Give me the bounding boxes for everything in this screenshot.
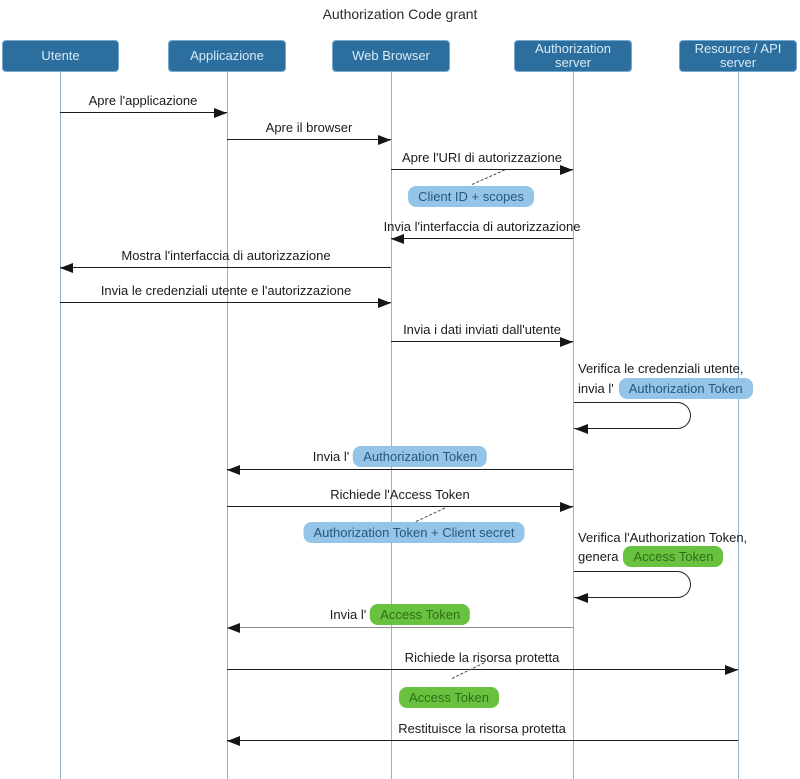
note-client-id-scopes: Client ID + scopes <box>408 186 534 207</box>
self-message-prefix: genera <box>578 549 619 564</box>
message-label: Invia l'interfaccia di autorizzazione <box>383 219 581 234</box>
authorization-token-badge: Authorization Token <box>618 378 753 399</box>
arrowhead-right-icon <box>378 135 391 145</box>
arrowhead-right-icon <box>560 165 573 175</box>
arrowhead-left-icon <box>227 623 240 633</box>
self-message-row: invia l' Authorization Token <box>578 378 753 399</box>
arrowhead-right-icon <box>214 108 227 118</box>
message-label: Invia l' Authorization Token <box>312 446 488 467</box>
self-message-text: Verifica le credenziali utente, <box>578 361 744 376</box>
arrowhead-right-icon <box>725 665 738 675</box>
message-label: Richiede la risorsa protetta <box>404 650 560 665</box>
message-line <box>391 238 573 240</box>
message-line <box>391 169 573 171</box>
lifeline-applicazione <box>226 72 228 779</box>
message-line <box>60 267 391 269</box>
message-label: Apre l'applicazione <box>88 93 198 108</box>
message-label-prefix: Invia l' <box>329 607 367 622</box>
actor-utente: Utente <box>2 40 119 72</box>
note-access-token: Access Token <box>399 687 499 708</box>
arrowhead-left-icon <box>227 736 240 746</box>
message-label: Apre l'URI di autorizzazione <box>402 150 562 165</box>
self-message-loop <box>574 571 691 598</box>
arrowhead-left-icon <box>60 263 73 273</box>
message-label: Apre il browser <box>265 120 353 135</box>
note-connector <box>471 169 506 185</box>
actor-resource-api-server: Resource / API server <box>679 40 797 72</box>
access-token-badge: Access Token <box>370 604 471 625</box>
message-line <box>391 341 573 343</box>
lifeline-resource-api-server <box>737 72 739 779</box>
access-token-badge: Access Token <box>623 546 724 567</box>
arrowhead-left-icon <box>227 465 240 475</box>
note-authorization-token-client-secret: Authorization Token + Client secret <box>303 522 525 543</box>
message-label: Mostra l'interfaccia di autorizzazione <box>121 248 331 263</box>
message-line <box>227 627 573 629</box>
self-message-loop <box>574 402 691 429</box>
message-line <box>227 506 573 508</box>
actor-web-browser: Web Browser <box>332 40 450 72</box>
lifeline-authorization-server <box>572 72 574 779</box>
arrowhead-right-icon <box>560 502 573 512</box>
arrowhead-right-icon <box>560 337 573 347</box>
lifeline-web-browser <box>390 72 392 779</box>
diagram-title: Authorization Code grant <box>322 6 478 22</box>
message-label: Richiede l'Access Token <box>330 487 470 502</box>
message-line <box>60 112 227 114</box>
arrowhead-left-icon <box>391 234 404 244</box>
lifeline-utente <box>59 72 61 779</box>
note-connector <box>415 507 446 522</box>
message-label: Invia le credenziali utente e l'autorizz… <box>100 283 352 298</box>
message-line <box>227 139 391 141</box>
message-label: Restituisce la risorsa protetta <box>398 721 566 736</box>
arrowhead-left-icon <box>575 593 588 603</box>
actor-applicazione: Applicazione <box>168 40 286 72</box>
message-label: Invia i dati inviati dall'utente <box>403 322 561 337</box>
message-label-prefix: Invia l' <box>312 449 350 464</box>
arrowhead-right-icon <box>378 298 391 308</box>
message-line <box>227 740 738 742</box>
self-message-row: genera Access Token <box>578 546 724 567</box>
authorization-token-badge: Authorization Token <box>353 446 488 467</box>
self-message-text: Verifica l'Authorization Token, <box>578 530 748 545</box>
actor-authorization-server: Authorization server <box>514 40 632 72</box>
message-line <box>227 669 738 671</box>
message-line <box>227 469 573 471</box>
message-label: Invia l' Access Token <box>329 604 471 625</box>
self-message-prefix: invia l' <box>578 381 614 396</box>
message-line <box>60 302 391 304</box>
arrowhead-left-icon <box>575 424 588 434</box>
